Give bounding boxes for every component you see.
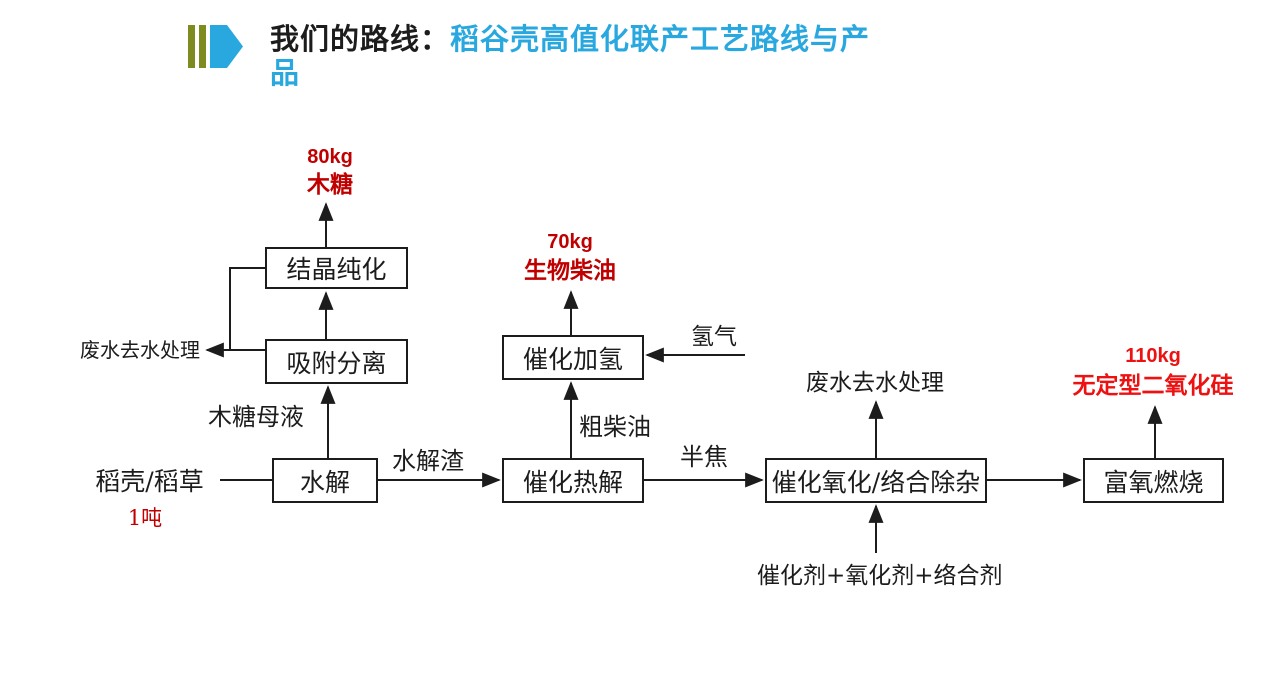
label-crude-diesel: 粗柴油 bbox=[579, 413, 651, 441]
node-combustion-label: 富氧燃烧 bbox=[1103, 467, 1204, 497]
title-highlight-line1: 稻谷壳高值化联产工艺路线与产 bbox=[450, 22, 871, 56]
label-biodiesel-name: 生物柴油 bbox=[524, 257, 616, 284]
label-xylose-name: 木糖 bbox=[307, 171, 353, 198]
label-biodiesel-amount: 70kg bbox=[547, 231, 593, 253]
node-adsorption: 吸附分离 bbox=[265, 339, 408, 384]
label-wastewater-right: 废水去水处理 bbox=[806, 370, 944, 396]
label-reagents: 催化剂+氧化剂+络合剂 bbox=[757, 563, 1003, 589]
node-crystallization: 结晶纯化 bbox=[265, 247, 408, 289]
title-highlight-line2: 品 bbox=[270, 56, 301, 90]
node-pyrolysis: 催化热解 bbox=[502, 458, 644, 503]
label-hydrolysis-residue: 水解渣 bbox=[392, 447, 464, 475]
label-xylose-mother-liquor: 木糖母液 bbox=[208, 403, 304, 431]
title-marker-arrow-icon bbox=[188, 25, 243, 68]
page-title: 我们的路线：稻谷壳高值化联产工艺路线与产品 bbox=[270, 22, 970, 90]
label-hydrogen: 氢气 bbox=[691, 324, 737, 350]
title-prefix: 我们的路线： bbox=[270, 22, 451, 56]
node-combustion: 富氧燃烧 bbox=[1083, 458, 1224, 503]
label-feedstock: 稻壳/稻草 bbox=[95, 467, 204, 496]
node-hydrogenation-label: 催化加氢 bbox=[522, 344, 623, 374]
node-crystallization-label: 结晶纯化 bbox=[286, 255, 387, 284]
label-feedstock-amount: 1吨 bbox=[127, 506, 163, 530]
node-oxidation: 催化氧化/络合除杂 bbox=[765, 458, 987, 503]
label-silica-name: 无定型二氧化硅 bbox=[1072, 372, 1234, 399]
label-xylose-amount: 80kg bbox=[307, 146, 353, 168]
label-semi-coke: 半焦 bbox=[680, 443, 728, 471]
elbow-crystallization-to-wastewater-left bbox=[229, 267, 265, 350]
label-wastewater-left: 废水去水处理 bbox=[80, 338, 200, 362]
node-pyrolysis-label: 催化热解 bbox=[522, 467, 623, 497]
node-hydrogenation: 催化加氢 bbox=[502, 335, 644, 380]
label-silica-amount: 110kg bbox=[1125, 345, 1181, 367]
node-hydrolysis: 水解 bbox=[272, 458, 378, 503]
node-oxidation-label: 催化氧化/络合除杂 bbox=[771, 467, 981, 497]
node-adsorption-label: 吸附分离 bbox=[286, 348, 387, 378]
node-hydrolysis-label: 水解 bbox=[299, 467, 350, 497]
